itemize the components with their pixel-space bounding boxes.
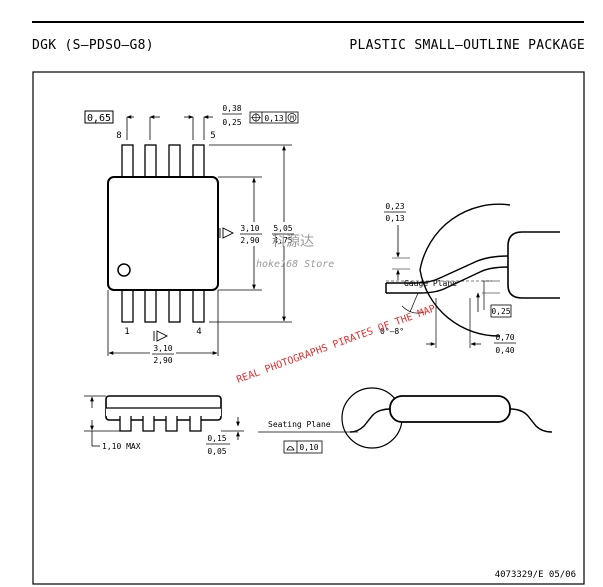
body-width-min: 2,90 (240, 236, 259, 245)
lead-4 (192, 289, 205, 323)
pin1-marker (117, 263, 131, 277)
tolerance-value: 0,13 (264, 114, 283, 123)
tolerance-modifier: M (290, 115, 294, 122)
coplanarity-value: 0,10 (299, 443, 318, 452)
lead-1 (121, 289, 134, 323)
lead-2 (144, 289, 157, 323)
lead-width-max: 0,38 (222, 104, 241, 113)
package-code: DGK (S–PDSO–G8) (32, 38, 154, 53)
lead-3 (168, 289, 181, 323)
standoff-max: 0,15 (207, 434, 226, 443)
pitch-box (84, 110, 114, 124)
gauge-value-box (490, 304, 512, 318)
seating-view: Seating Plane 0,10 (258, 387, 553, 454)
lead-5 (192, 144, 205, 178)
package-type: PLASTIC SMALL–OUTLINE PACKAGE (349, 38, 585, 53)
seating-body (389, 395, 511, 423)
side-view: 1,10 MAX 0,15 0,05 (84, 395, 244, 456)
doc-code: 4073329/E 05/06 (495, 570, 576, 580)
lead-6 (168, 144, 181, 178)
detail-circle (419, 203, 511, 337)
flatness-icon (286, 446, 295, 451)
watermark-notice: REAL PHOTOGRAPHS PIRATES OF THE MAP (235, 303, 437, 385)
body-length-min: 2,90 (153, 356, 172, 365)
height-label: 1,10 MAX (102, 442, 141, 451)
foot-min: 0,40 (495, 346, 514, 355)
mmc-icon (287, 113, 297, 122)
gauge-plane-label: Gauge Plane (404, 279, 457, 288)
pin-4-label: 4 (196, 327, 201, 337)
lead-width-min: 0,25 (222, 118, 241, 127)
lead-detail: 0,23 0,13 Gauge Plane 0,25 0°–8° (380, 202, 560, 355)
pin-8-label: 8 (116, 131, 121, 141)
pin-5-label: 5 (210, 131, 215, 141)
datum-b-icon (153, 330, 169, 342)
body-length-max: 3,10 (153, 344, 172, 353)
lead-7 (144, 144, 157, 178)
angle-label: 0°–8° (380, 327, 404, 336)
position-tolerance-icon (251, 113, 261, 122)
pitch-label: 0,65 (87, 113, 111, 124)
thickness-max: 0,23 (385, 202, 404, 211)
top-view: 0,65 8 5 1 4 0,38 0,25 (84, 104, 299, 365)
watermark-store: hoke168 Store (256, 259, 334, 270)
package-body (107, 176, 219, 291)
overall-min: 4,75 (273, 236, 292, 245)
overall-max: 5,05 (273, 224, 292, 233)
datum-a-icon (219, 227, 235, 239)
coplanarity-frame (283, 440, 323, 454)
drawing-frame (32, 71, 585, 585)
lead-8 (121, 144, 134, 178)
seating-plane-label: Seating Plane (268, 420, 331, 429)
detail-body (507, 231, 560, 299)
foot-max: 0,70 (495, 333, 514, 342)
standoff-min: 0,05 (207, 447, 226, 456)
watermark-chinese: 科源达 (272, 234, 314, 250)
body-width-max: 3,10 (240, 224, 259, 233)
pin-1-label: 1 (124, 327, 129, 337)
gauge-value: 0,25 (491, 307, 510, 316)
thickness-min: 0,13 (385, 214, 404, 223)
tolerance-frame (249, 111, 299, 124)
